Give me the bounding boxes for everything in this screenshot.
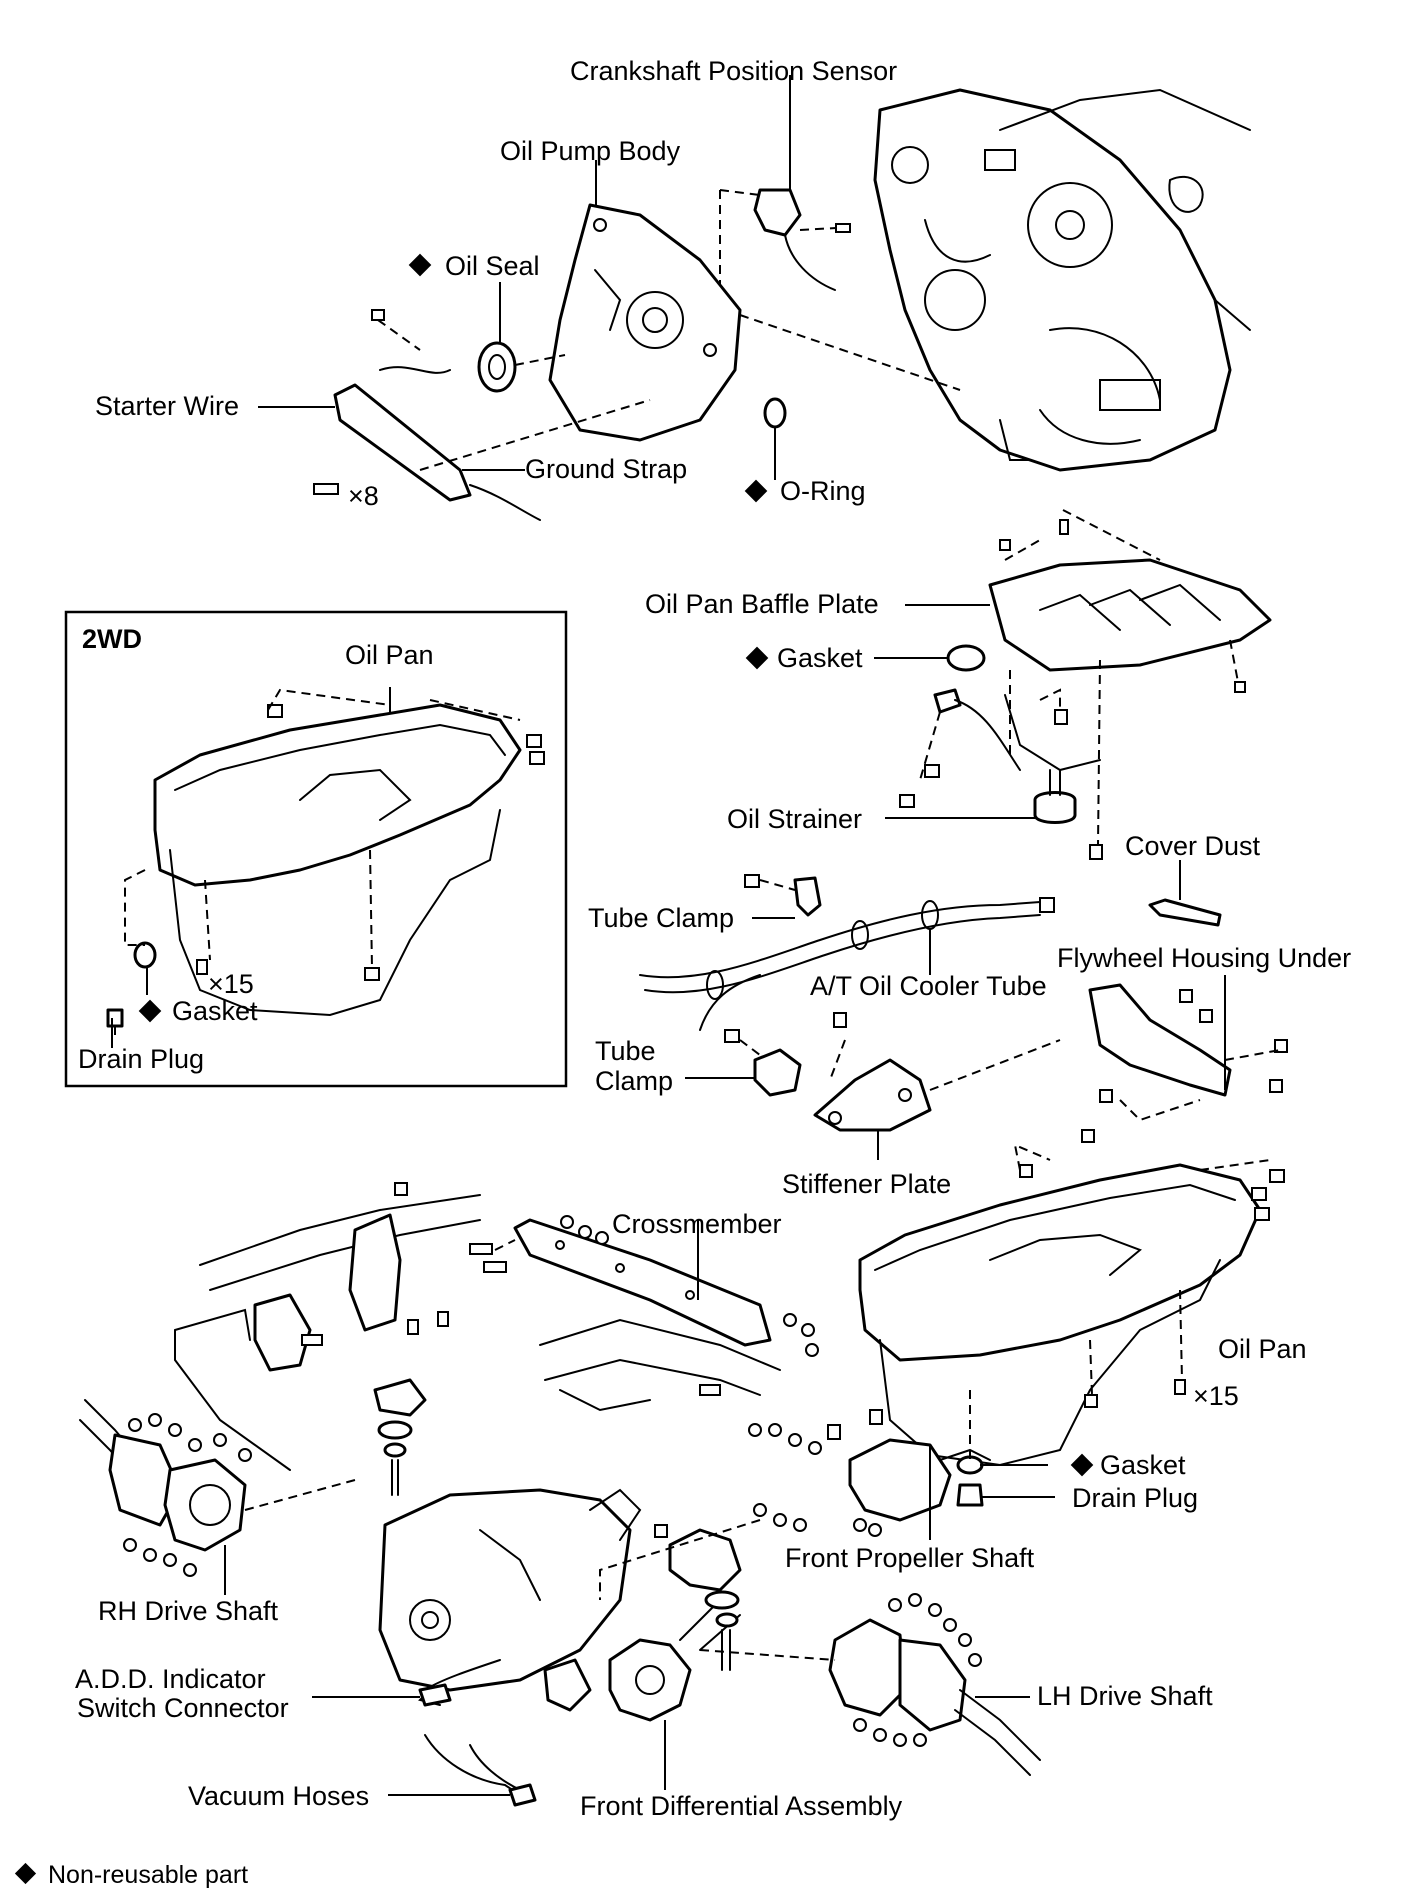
label-ground-strap: Ground Strap [525, 454, 687, 484]
label-oil-strainer: Oil Strainer [727, 804, 862, 834]
non-reusable-diamond-icon [14, 1862, 37, 1885]
oil-strainer-part [899, 688, 1103, 860]
labels: Crankshaft Position Sensor Oil Pump Body… [75, 56, 1351, 1821]
label-crankshaft-position-sensor: Crankshaft Position Sensor [570, 56, 897, 86]
lh-drive-shaft-part [828, 1593, 1041, 1776]
o-ring-part [763, 397, 787, 429]
inset-label-oil-pan: Oil Pan [345, 640, 434, 670]
front-differential-assembly-part [378, 1488, 741, 1722]
flywheel-housing-under-part [1081, 983, 1288, 1143]
label-vacuum-hoses: Vacuum Hoses [188, 1781, 369, 1811]
label-o-ring: O-Ring [780, 476, 866, 506]
label-flywheel-housing-under: Flywheel Housing Under [1057, 943, 1351, 973]
differential-mount-part [654, 1524, 742, 1671]
label-add-connector-2: Switch Connector [77, 1693, 289, 1723]
chassis-frame-drawing [174, 1182, 781, 1471]
baffle-gasket-part [946, 644, 986, 672]
label-tube-clamp-lower-2: Clamp [595, 1066, 673, 1096]
inset-title: 2WD [82, 624, 142, 654]
non-reusable-diamond-icon [745, 646, 769, 670]
label-rh-drive-shaft: RH Drive Shaft [98, 1596, 279, 1626]
label-o-ring-group: O-Ring [744, 476, 866, 506]
label-gasket-right: Gasket [1100, 1450, 1186, 1480]
inset-labels: 2WD Oil Pan ×15 Gasket Drain Plug [78, 624, 434, 1074]
engine-block-drawing [873, 88, 1251, 472]
non-reusable-diamond-icon [408, 253, 432, 277]
stiffener-plate-part [813, 1058, 932, 1132]
inset-label-gasket-group: Gasket [138, 996, 258, 1026]
starter-wire-part [313, 309, 541, 521]
label-gasket-baffle: Gasket [777, 643, 863, 673]
label-oil-pan-right: Oil Pan [1218, 1334, 1307, 1364]
oil-pump-body-part [548, 203, 742, 442]
label-oil-pump-body: Oil Pump Body [500, 136, 681, 166]
label-gasket-baffle-group: Gasket [745, 643, 863, 673]
tube-clamp-upper-part [744, 874, 822, 917]
label-gasket-right-group: Gasket [1070, 1450, 1186, 1480]
rh-drive-shaft-part [79, 1399, 252, 1577]
non-reusable-diamond-icon [744, 479, 768, 503]
label-crossmember: Crossmember [612, 1209, 782, 1239]
label-front-propeller-shaft: Front Propeller Shaft [785, 1543, 1035, 1573]
tube-clamp-lower-part [724, 1012, 847, 1097]
label-cover-dust: Cover Dust [1125, 831, 1261, 861]
label-front-differential-assembly: Front Differential Assembly [580, 1791, 903, 1821]
non-reusable-diamond-icon [1070, 1453, 1094, 1477]
label-stiffener-plate: Stiffener Plate [782, 1169, 951, 1199]
label-oil-seal-group: Oil Seal [408, 251, 540, 281]
oil-seal-part [477, 341, 517, 393]
label-tube-clamp-lower-1: Tube [595, 1036, 656, 1066]
crossmember-part [469, 1215, 819, 1357]
label-at-oil-cooler-tube: A/T Oil Cooler Tube [810, 971, 1047, 1001]
label-oil-seal: Oil Seal [445, 251, 540, 281]
label-lh-drive-shaft: LH Drive Shaft [1037, 1681, 1213, 1711]
crankshaft-position-sensor-part [753, 188, 851, 291]
label-drain-plug-right: Drain Plug [1072, 1483, 1198, 1513]
label-bolts-x15-right: ×15 [1193, 1381, 1239, 1411]
inset-label-bolts-x15: ×15 [208, 969, 254, 999]
legend-text: Non-reusable part [48, 1861, 248, 1889]
engine-mount-part [373, 1378, 427, 1496]
label-add-connector-1: A.D.D. Indicator [75, 1664, 266, 1694]
inset-label-gasket: Gasket [172, 996, 258, 1026]
inset-label-drain-plug: Drain Plug [78, 1044, 204, 1074]
inset-2wd-box [64, 610, 568, 1088]
legend: Non-reusable part [14, 1861, 248, 1889]
vacuum-hoses-part [424, 1734, 537, 1807]
oil-pan-baffle-plate-part [988, 519, 1272, 693]
label-bolts-x8: ×8 [348, 481, 379, 511]
non-reusable-diamond-icon [138, 999, 162, 1023]
add-indicator-switch-connector-part [418, 1683, 452, 1707]
label-starter-wire: Starter Wire [95, 391, 239, 421]
inset-oil-pan-part [106, 703, 545, 1028]
label-oil-pan-baffle-plate: Oil Pan Baffle Plate [645, 589, 879, 619]
label-tube-clamp-upper: Tube Clamp [588, 903, 734, 933]
front-propeller-shaft-part [748, 1409, 991, 1537]
cover-dust-part [1148, 898, 1222, 927]
